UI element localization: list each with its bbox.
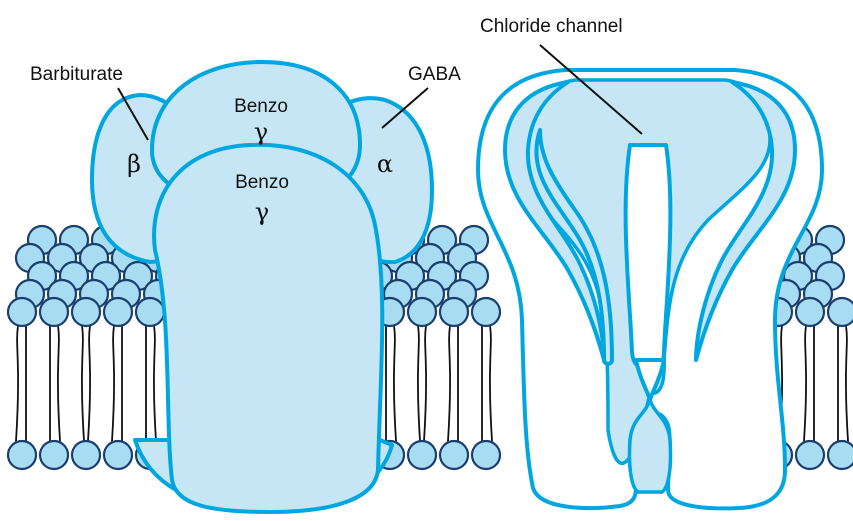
lipid-head — [828, 441, 853, 469]
lipid-head — [408, 441, 436, 469]
lipid-head — [8, 441, 36, 469]
lipid-tail — [418, 326, 420, 441]
lipid-tail — [394, 326, 396, 441]
lipid-tail — [112, 326, 114, 441]
lipid-head — [828, 298, 853, 326]
lipid-tail — [88, 326, 90, 441]
pore-neck — [626, 145, 671, 370]
lipid-head — [40, 441, 68, 469]
gamma-top-label: γ — [254, 118, 268, 146]
lipid-tail — [82, 326, 84, 441]
barbiturate-label: Barbiturate — [30, 64, 123, 85]
lipid-head — [72, 298, 100, 326]
lipid-head — [440, 298, 468, 326]
chloride-channel — [478, 70, 822, 508]
lipid-head — [40, 298, 68, 326]
lipid-tail — [804, 326, 806, 441]
lipid-head — [440, 441, 468, 469]
lipid-tail — [16, 326, 18, 441]
lipid-head — [796, 441, 824, 469]
lipid-head — [472, 441, 500, 469]
lipid-tail — [154, 326, 156, 441]
lipid-tail — [448, 326, 450, 441]
lipid-head — [104, 298, 132, 326]
gaba-label: GABA — [408, 64, 461, 85]
lipid-head — [104, 441, 132, 469]
lipid-tail — [58, 326, 60, 441]
lipid-head — [408, 298, 436, 326]
benzo-top-label: Benzo — [234, 96, 288, 117]
lipid-head — [72, 441, 100, 469]
beta-label: β — [127, 150, 141, 178]
lipid-tail — [424, 326, 426, 441]
chloride-channel-label: Chloride channel — [480, 16, 623, 37]
lipid-tail — [490, 326, 492, 441]
lipid-head — [136, 298, 164, 326]
benzo-front-label: Benzo — [235, 172, 289, 193]
gamma-front-label: γ — [255, 198, 269, 226]
lipid-head — [472, 298, 500, 326]
lipid-head — [8, 298, 36, 326]
lipid-tail — [846, 326, 848, 441]
lipid-head — [796, 298, 824, 326]
alpha-label: α — [377, 150, 393, 178]
